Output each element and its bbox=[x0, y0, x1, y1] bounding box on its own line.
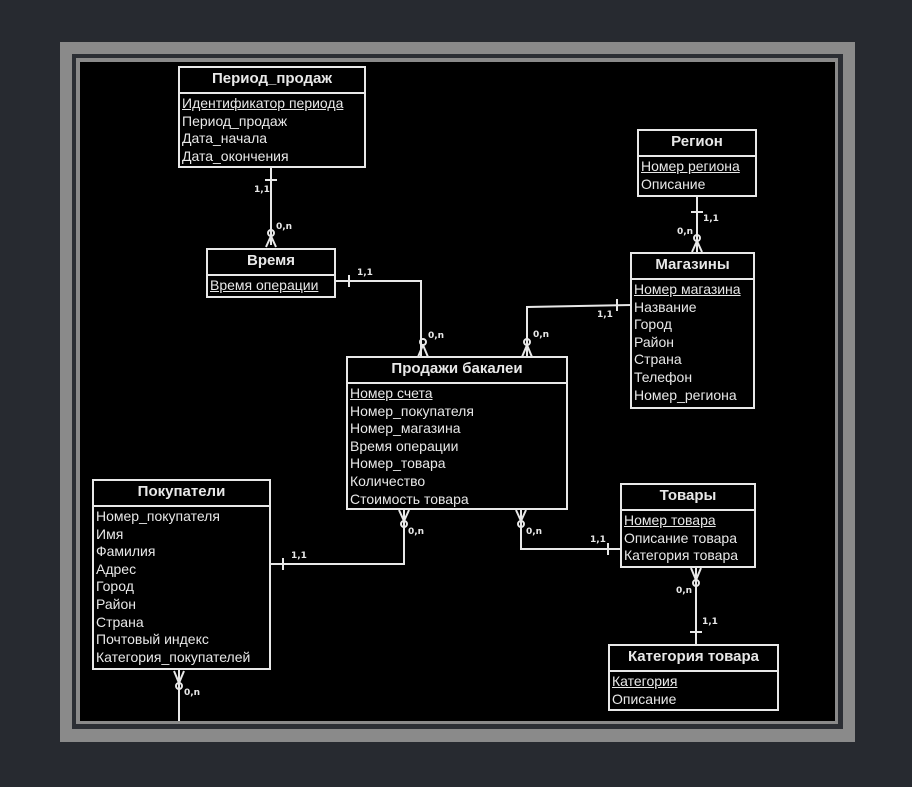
card-stores-sales-2: 0,n bbox=[533, 330, 550, 340]
attribute: Дата_окончения bbox=[182, 147, 289, 164]
entity-title: Время bbox=[208, 250, 334, 276]
primary-key-attribute: Номер региона bbox=[641, 158, 740, 174]
primary-key-attribute: Категория bbox=[612, 673, 678, 689]
attribute: Номер_покупателя bbox=[350, 402, 474, 419]
primary-key-attribute: Идентификатор периода bbox=[182, 95, 344, 111]
link-period-time bbox=[265, 168, 277, 248]
card-region-stores-1: 1,1 bbox=[703, 214, 719, 224]
entity-title: Товары bbox=[622, 485, 754, 511]
entity-title: Продажи бакалеи bbox=[348, 358, 566, 384]
entity-title: Период_продаж bbox=[180, 68, 364, 94]
attribute: Описание товара bbox=[624, 529, 737, 546]
card-customers-sales-1: 1,1 bbox=[291, 551, 307, 561]
attribute: Район bbox=[634, 333, 674, 350]
attribute: Номер_магазина bbox=[350, 420, 461, 437]
attribute: Страна bbox=[634, 351, 682, 368]
attribute: Адрес bbox=[96, 560, 137, 577]
attribute: Почтовый индекс bbox=[96, 631, 209, 648]
card-period-time-2: 0,n bbox=[276, 222, 293, 232]
attribute: Категория_покупателей bbox=[96, 648, 251, 665]
attribute: Имя bbox=[96, 525, 124, 542]
card-category-products-2: 0,n bbox=[676, 586, 693, 596]
attribute: Город bbox=[634, 316, 672, 333]
attribute: Период_продаж bbox=[182, 112, 288, 129]
link-time-sales bbox=[335, 275, 429, 358]
card-category-products-1: 1,1 bbox=[702, 617, 718, 627]
primary-key-attribute: Время операции bbox=[210, 277, 319, 293]
attribute: Описание bbox=[641, 175, 706, 192]
attribute: Описание bbox=[612, 690, 677, 707]
attribute-list: Время операции bbox=[208, 276, 334, 296]
primary-key-attribute: Номер магазина bbox=[634, 281, 741, 297]
card-time-sales-1: 1,1 bbox=[357, 268, 373, 278]
attribute: Телефон bbox=[634, 368, 693, 385]
attribute: Страна bbox=[96, 613, 144, 630]
entity-title: Регион bbox=[639, 131, 755, 157]
card-customers-offcanvas: 0,n bbox=[184, 688, 201, 698]
attribute: Город bbox=[96, 578, 134, 595]
link-customers-offcanvas bbox=[173, 670, 185, 721]
primary-key-attribute: Номер счета bbox=[350, 385, 433, 401]
card-customers-sales-2: 0,n bbox=[408, 527, 425, 537]
entity-title: Категория товара bbox=[610, 646, 777, 672]
card-stores-sales-1: 1,1 bbox=[597, 310, 613, 320]
attribute: Фамилия bbox=[96, 543, 156, 560]
link-region-stores bbox=[691, 197, 703, 253]
attribute: Номер_товара bbox=[350, 455, 446, 472]
link-category-products bbox=[690, 567, 702, 645]
attribute: Стоимость товара bbox=[350, 490, 469, 507]
attribute: Номер_региона bbox=[634, 386, 737, 403]
card-region-stores-2: 0,n bbox=[677, 227, 694, 237]
attribute: Номер_покупателя bbox=[96, 508, 220, 524]
entity-title: Магазины bbox=[632, 254, 753, 280]
card-period-time-1: 1,1 bbox=[254, 185, 270, 195]
attribute: Категория товара bbox=[624, 547, 739, 564]
attribute: Дата_начала bbox=[182, 130, 268, 147]
entity-title: Покупатели bbox=[94, 481, 269, 507]
link-customers-sales bbox=[271, 509, 410, 570]
card-products-sales-2: 0,n bbox=[526, 527, 543, 537]
card-products-sales-1: 1,1 bbox=[590, 535, 606, 545]
attribute: Время операции bbox=[350, 437, 459, 454]
attribute: Количество bbox=[350, 472, 426, 489]
attribute: Название bbox=[634, 298, 697, 315]
link-stores-sales bbox=[521, 299, 632, 358]
primary-key-attribute: Номер товара bbox=[624, 512, 716, 528]
link-products-sales bbox=[515, 509, 620, 555]
card-time-sales-2: 0,n bbox=[428, 331, 445, 341]
attribute: Район bbox=[96, 595, 136, 612]
